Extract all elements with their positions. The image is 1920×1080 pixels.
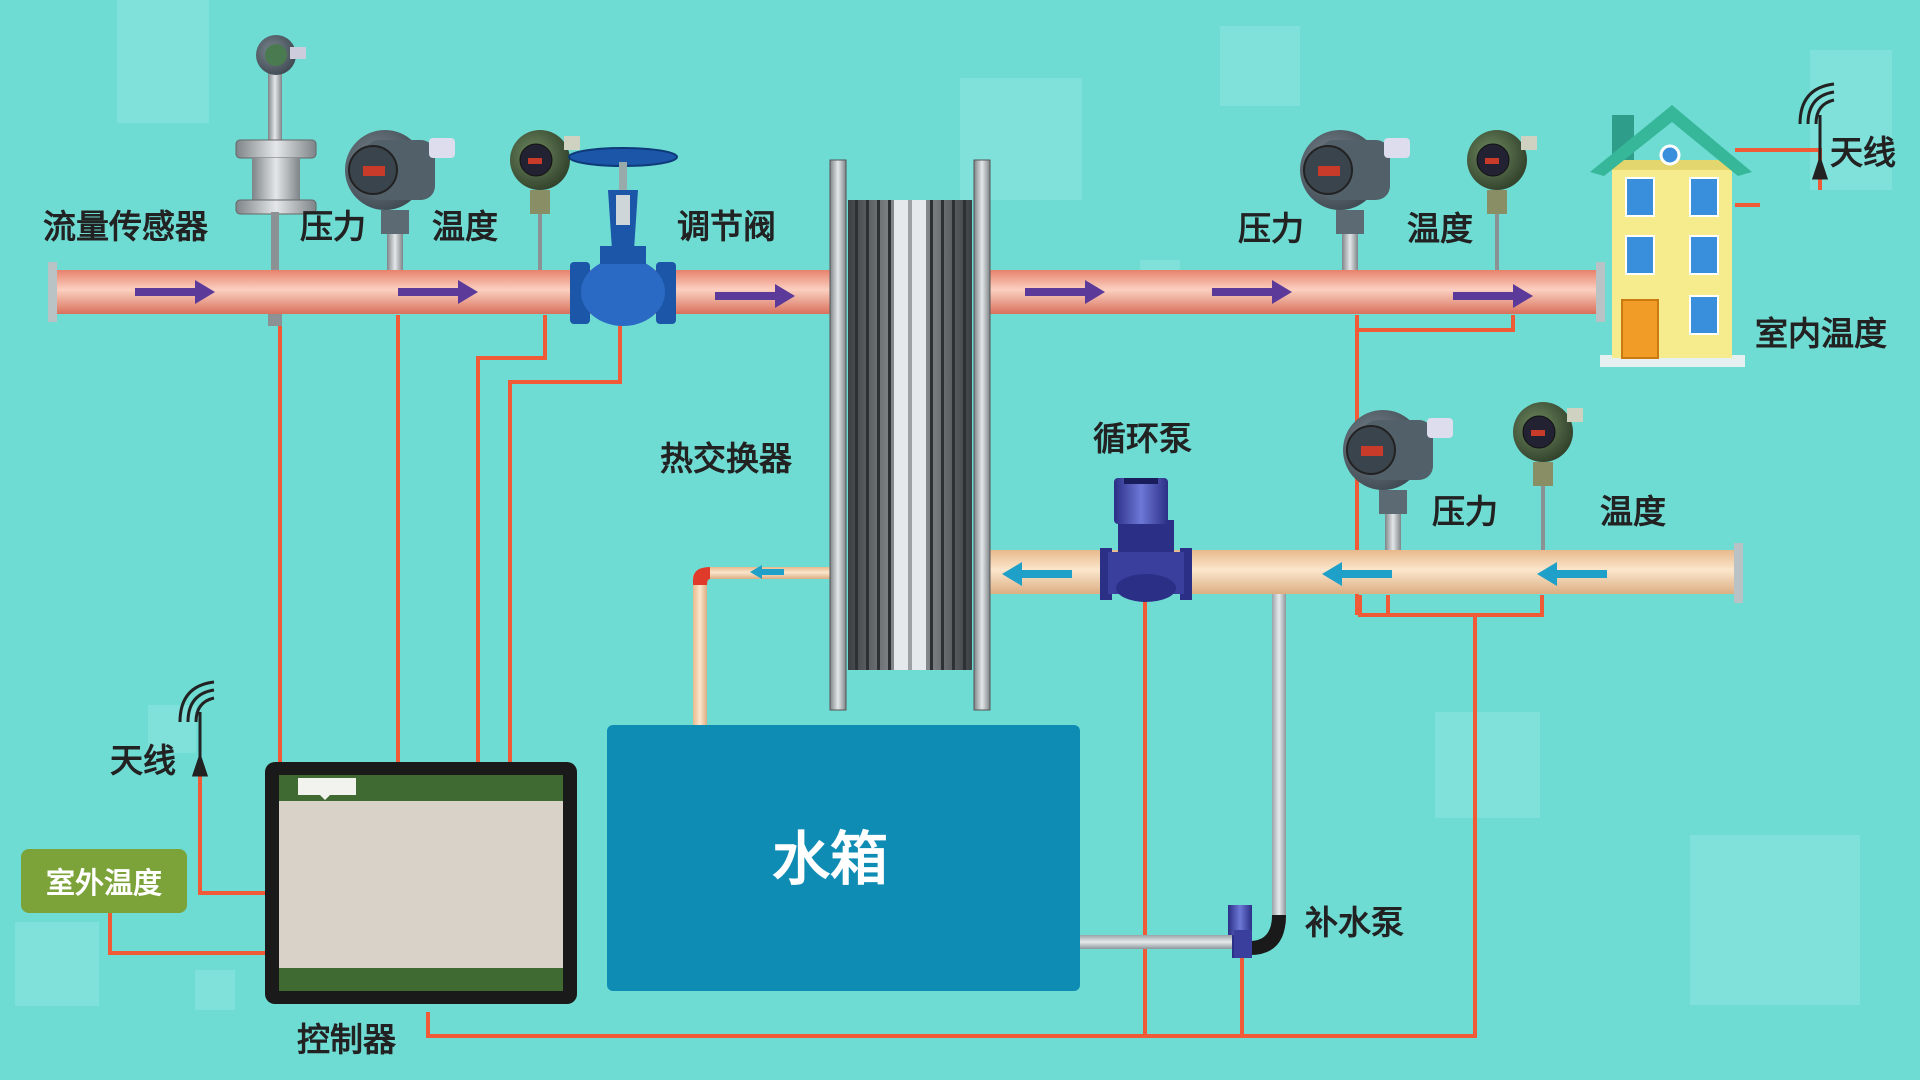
makeup-pipe [1080, 594, 1286, 955]
temperature-2-label: 温度 [1407, 209, 1473, 248]
water-tank-label: 水箱 [772, 825, 889, 893]
pressure-transmitter-1-icon [345, 130, 455, 270]
plate-heat-exchanger-icon [829, 159, 991, 711]
flow-sensor-icon [235, 35, 317, 326]
outdoor-temp-badge: 室外温度 [21, 849, 187, 913]
indoor-temp-label: 室内温度 [1755, 314, 1887, 353]
circulation-pump-label: 循环泵 [1093, 419, 1192, 458]
temperature-transmitter-1-icon [510, 130, 580, 270]
pressure-2-label: 压力 [1238, 209, 1304, 248]
controller-label: 控制器 [297, 1020, 396, 1059]
antenna-left-label: 天线 [110, 741, 176, 780]
antenna-icon-left [178, 680, 215, 777]
pressure-1-label: 压力 [300, 207, 366, 246]
water-tank-icon [607, 725, 1080, 991]
antenna-icon-top [1798, 82, 1835, 180]
pressure-transmitter-3-icon [1343, 410, 1453, 550]
background-decor [15, 0, 1892, 1010]
return-flow-arrows [750, 562, 1607, 586]
heat-exchanger-label: 热交换器 [660, 439, 792, 478]
controller-icon [265, 762, 577, 1004]
antenna-top-label: 天线 [1830, 133, 1896, 172]
flow-sensor-label: 流量传感器 [43, 207, 208, 246]
makeup-pump-label: 补水泵 [1305, 903, 1404, 942]
building-icon [1590, 105, 1752, 367]
temperature-transmitter-2-icon [1467, 130, 1537, 270]
signal-wires [108, 148, 1822, 1038]
supply-flow-arrows [135, 280, 1533, 308]
temperature-transmitter-3-icon [1513, 402, 1583, 550]
temperature-1-label: 温度 [432, 207, 498, 246]
control-valve-icon [568, 147, 678, 326]
makeup-pump-icon [1228, 905, 1252, 958]
circulation-pump-icon [1100, 478, 1192, 602]
temperature-3-label: 温度 [1600, 492, 1666, 531]
control-valve-label: 调节阀 [677, 207, 776, 246]
tank-inlet-pipe [693, 567, 832, 725]
pressure-3-label: 压力 [1432, 492, 1498, 531]
pressure-transmitter-2-icon [1300, 130, 1410, 270]
